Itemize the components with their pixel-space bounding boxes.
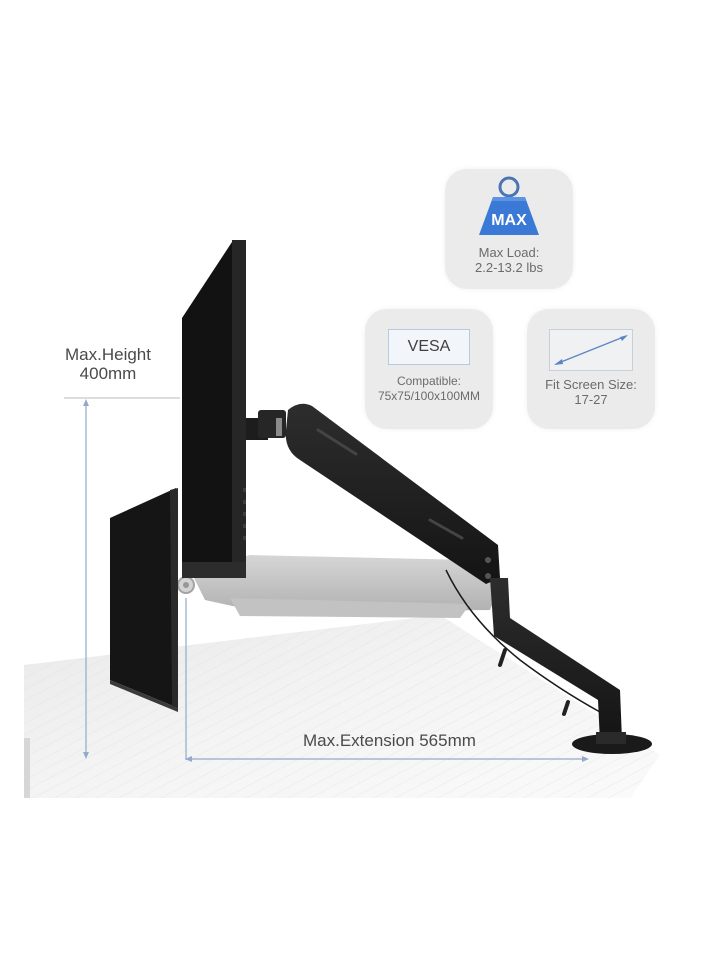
screen-size-badge: Fit Screen Size: 17-27 [527,309,655,429]
max-height-label: Max.Height 400mm [54,345,162,383]
max-height-title: Max.Height [65,345,151,364]
max-load-caption: Max Load: 2.2-13.2 lbs [475,245,543,275]
weight-icon: MAX [479,176,539,235]
screen-size-label: Fit Screen Size: [545,377,637,392]
max-extension-label: Max.Extension 565mm [303,731,476,750]
max-height-value: 400mm [79,364,137,383]
diagonal-arrow-icon [554,335,628,365]
monitor-upper-position [182,240,246,578]
vesa-label: Compatible: [396,374,461,388]
screen-diagonal-icon [549,329,633,371]
monitor-lower-position [110,488,178,712]
max-load-label: Max Load: [478,245,540,260]
arm-lower-position-ghost [177,555,500,618]
vesa-value: 75x75/100x100MM [377,389,481,403]
extension-dimension-line [185,598,589,762]
max-load-value: 2.2-13.2 lbs [475,260,543,275]
arm-lower-segment [445,569,652,754]
vesa-caption: Compatible: 75x75/100x100MM [378,374,480,404]
height-dimension-line [64,397,180,759]
vesa-icon-text: VESA [407,338,451,355]
screen-size-caption: Fit Screen Size: 17-27 [545,377,637,407]
vesa-badge: VESA Compatible: 75x75/100x100MM [365,309,493,429]
vesa-plate-icon: VESA [388,329,470,365]
arm-upper-segment [246,403,500,584]
max-load-badge: MAX Max Load: 2.2-13.2 lbs [445,169,573,289]
weight-icon-text: MAX [491,212,527,229]
screen-size-value: 17-27 [574,392,608,407]
